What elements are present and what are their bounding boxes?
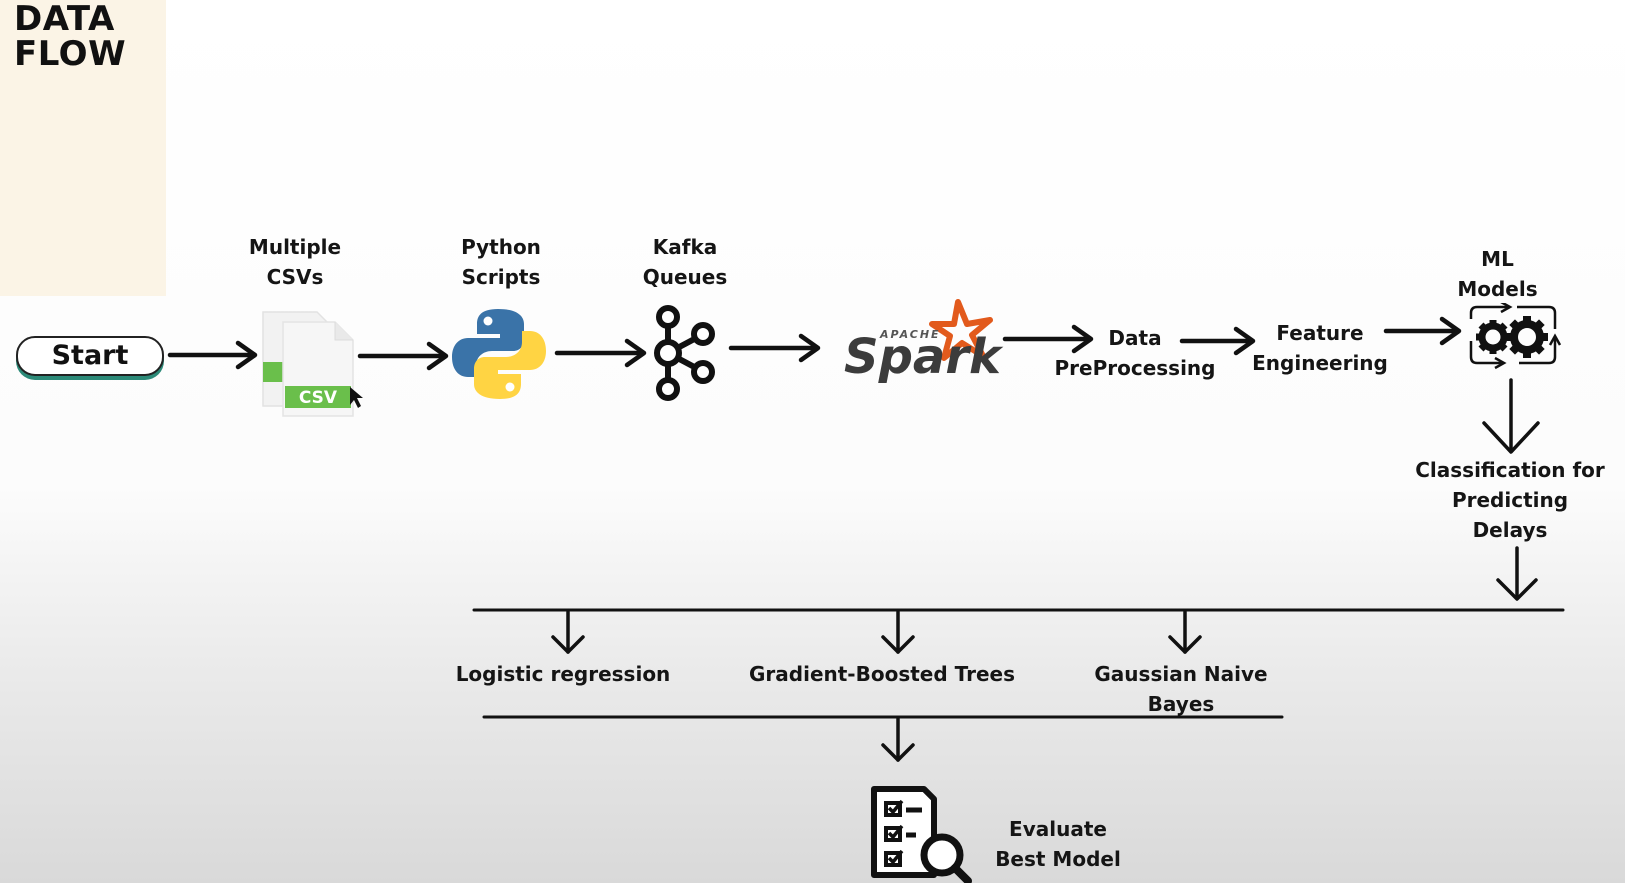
model-label-gaussian-naive-bayes: Gaussian Naive Bayes	[1094, 662, 1268, 716]
arrow-to-gradient-boosted-trees	[881, 610, 915, 654]
arrow-spark-to-preprocessing	[1002, 324, 1094, 354]
spark-logo-small: APACHE	[879, 328, 941, 341]
kafka-label: Kafka Queues	[642, 235, 728, 289]
gears-icon	[1469, 303, 1562, 370]
apache-spark-logo-icon: APACHE Spark	[844, 299, 1004, 385]
arrow-to-logistic-regression	[551, 610, 585, 654]
preprocessing-label: Data PreProcessing	[1054, 326, 1216, 380]
model-label-logistic-regression: Logistic regression	[455, 662, 671, 686]
evaluation-checklist-icon	[871, 786, 972, 883]
arrow-ml-models-to-classification	[1482, 378, 1540, 454]
arrow-to-gaussian-naive-bayes	[1168, 610, 1202, 654]
feature-engineering-label: Feature Engineering	[1252, 321, 1388, 375]
page-title: DATA FLOW	[14, 0, 127, 74]
arrow-kafka-to-spark	[728, 333, 821, 363]
arrow-start-to-csvs	[167, 340, 258, 370]
arrow-to-evaluate	[881, 717, 915, 762]
classification-label: Classification for Predicting Delays	[1415, 458, 1605, 542]
ml-models-label: ML Models	[1457, 247, 1538, 301]
csv-badge: CSV	[299, 388, 338, 408]
start-button[interactable]: Start	[16, 336, 164, 376]
kafka-logo-icon	[654, 305, 715, 401]
python-label: Python Scripts	[461, 235, 541, 289]
spark-logo-main: Spark	[844, 329, 1004, 385]
csvs-label: Multiple CSVs	[248, 235, 342, 289]
evaluate-label: Evaluate Best Model	[995, 817, 1121, 871]
python-logo-icon	[452, 309, 546, 399]
arrow-csvs-to-python	[357, 341, 449, 371]
arrow-classification-to-branch	[1496, 546, 1538, 601]
csv-files-icon: CSV	[262, 311, 363, 417]
arrow-preprocessing-to-feature-engineering	[1179, 326, 1256, 356]
model-label-gradient-boosted-trees: Gradient-Boosted Trees	[749, 662, 1015, 686]
title-panel: DATA FLOW	[0, 0, 166, 296]
arrow-feature-engineering-to-ml-models	[1383, 316, 1462, 346]
arrow-python-to-kafka	[554, 338, 647, 368]
